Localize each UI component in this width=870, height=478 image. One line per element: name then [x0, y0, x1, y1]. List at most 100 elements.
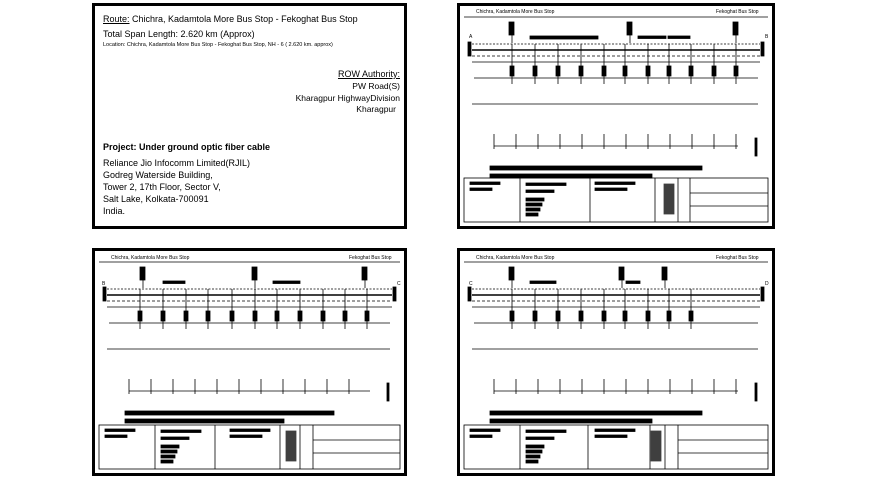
chamber-marker: [251, 266, 258, 281]
company-line: Godreg Waterside Building,: [103, 170, 213, 180]
pole-marker: [645, 65, 651, 77]
chamber-marker: [508, 21, 515, 36]
right-marker: D: [765, 281, 769, 287]
chamber-marker: [732, 21, 739, 36]
title-text-bar: [525, 436, 555, 440]
end-block: [754, 382, 758, 402]
label-bar: [162, 280, 186, 284]
pole-marker: [205, 310, 211, 322]
route-line: Route: Chichra, Kadamtola More Bus Stop …: [103, 15, 358, 24]
label-bar: [667, 35, 691, 39]
end-block: [754, 137, 758, 157]
note-bar: [124, 418, 285, 424]
pole-marker: [645, 310, 651, 322]
logo-emblem: [650, 430, 662, 462]
title-text-bar: [525, 202, 543, 207]
chamber-marker: [618, 266, 625, 281]
pole-marker: [555, 65, 561, 77]
left-marker: C: [469, 281, 473, 287]
title-text-bar: [160, 436, 190, 440]
pole-marker: [733, 65, 739, 77]
pole-marker: [555, 310, 561, 322]
company-line: Salt Lake, Kolkata-700091: [103, 194, 209, 204]
label-bar: [637, 35, 667, 39]
left-marker: A: [469, 34, 473, 40]
route-text: Chichra, Kadamtola More Bus Stop - Fekog…: [129, 14, 358, 24]
title-text-bar: [525, 449, 543, 454]
title-text-bar: [229, 434, 263, 438]
pole-marker: [509, 310, 515, 322]
label-bar: [272, 280, 301, 284]
title-text-bar: [160, 444, 180, 449]
pole-marker: [183, 310, 189, 322]
row-line: Kharagpur: [356, 104, 396, 114]
end-label: Fekoghat Bus Stop: [716, 255, 759, 261]
chamber-marker: [626, 21, 633, 36]
end-block: [467, 286, 472, 302]
pole-marker: [532, 65, 538, 77]
company-line: Tower 2, 17th Floor, Sector V,: [103, 182, 221, 192]
pole-marker: [229, 310, 235, 322]
project-title: Project: Under ground optic fiber cable: [103, 142, 271, 152]
route-label: Route:: [103, 14, 130, 24]
note-bar: [489, 165, 703, 171]
start-label: Chichra, Kadamtola More Bus Stop: [476, 9, 555, 15]
right-marker: B: [765, 34, 769, 40]
note-bar: [489, 418, 653, 424]
pole-marker: [688, 65, 694, 77]
location-text: Location: Chichra, Kadamtola More Bus St…: [103, 42, 333, 48]
pole-marker: [297, 310, 303, 322]
chamber-marker: [139, 266, 146, 281]
note-bar: [124, 410, 335, 416]
end-block: [386, 382, 390, 402]
chamber-marker: [361, 266, 368, 281]
row-line: PW Road(S): [352, 81, 400, 91]
start-label: Chichra, Kadamtola More Bus Stop: [111, 255, 190, 261]
pole-marker: [578, 310, 584, 322]
end-block: [392, 286, 397, 302]
title-text-bar: [525, 454, 541, 459]
end-block: [102, 286, 107, 302]
title-text-bar: [525, 207, 541, 212]
pole-marker: [601, 310, 607, 322]
end-label: Fekoghat Bus Stop: [349, 255, 392, 261]
chamber-marker: [661, 266, 668, 281]
pole-marker: [711, 65, 717, 77]
title-text-bar: [525, 429, 567, 433]
title-text-bar: [469, 187, 493, 191]
end-label: Fekoghat Bus Stop: [716, 9, 759, 15]
label-bar: [625, 280, 641, 284]
title-text-bar: [525, 189, 555, 193]
end-block: [760, 286, 765, 302]
right-marker: C: [397, 281, 401, 287]
label-bar: [529, 280, 557, 284]
title-text-bar: [469, 181, 501, 185]
pole-marker: [137, 310, 143, 322]
drawing-linework: [463, 16, 769, 223]
end-block: [467, 41, 472, 57]
title-text-bar: [594, 181, 636, 185]
title-text-bar: [104, 434, 128, 438]
row-line: Kharagpur HighwayDivision: [295, 93, 400, 103]
title-text-bar: [594, 434, 628, 438]
pole-marker: [509, 65, 515, 77]
title-text-bar: [160, 429, 202, 433]
logo-emblem: [285, 430, 297, 462]
title-text-bar: [594, 187, 628, 191]
title-text-bar: [525, 444, 545, 449]
start-label: Chichra, Kadamtola More Bus Stop: [476, 255, 555, 261]
left-marker: B: [102, 281, 106, 287]
title-block: [463, 177, 769, 223]
drawing-linework: [98, 261, 401, 470]
pole-marker: [666, 65, 672, 77]
title-text-bar: [160, 459, 174, 464]
title-text-bar: [525, 197, 545, 202]
drawing-sheet-2: Chichra, Kadamtola More Bus Stop Fekogha…: [92, 248, 407, 476]
pole-marker: [578, 65, 584, 77]
company-line: India.: [103, 206, 126, 216]
pole-marker: [601, 65, 607, 77]
title-text-bar: [229, 428, 271, 432]
title-text-bar: [104, 428, 136, 432]
pole-marker: [666, 310, 672, 322]
drawing-sheet-3: Chichra, Kadamtola More Bus Stop Fekogha…: [457, 248, 775, 476]
